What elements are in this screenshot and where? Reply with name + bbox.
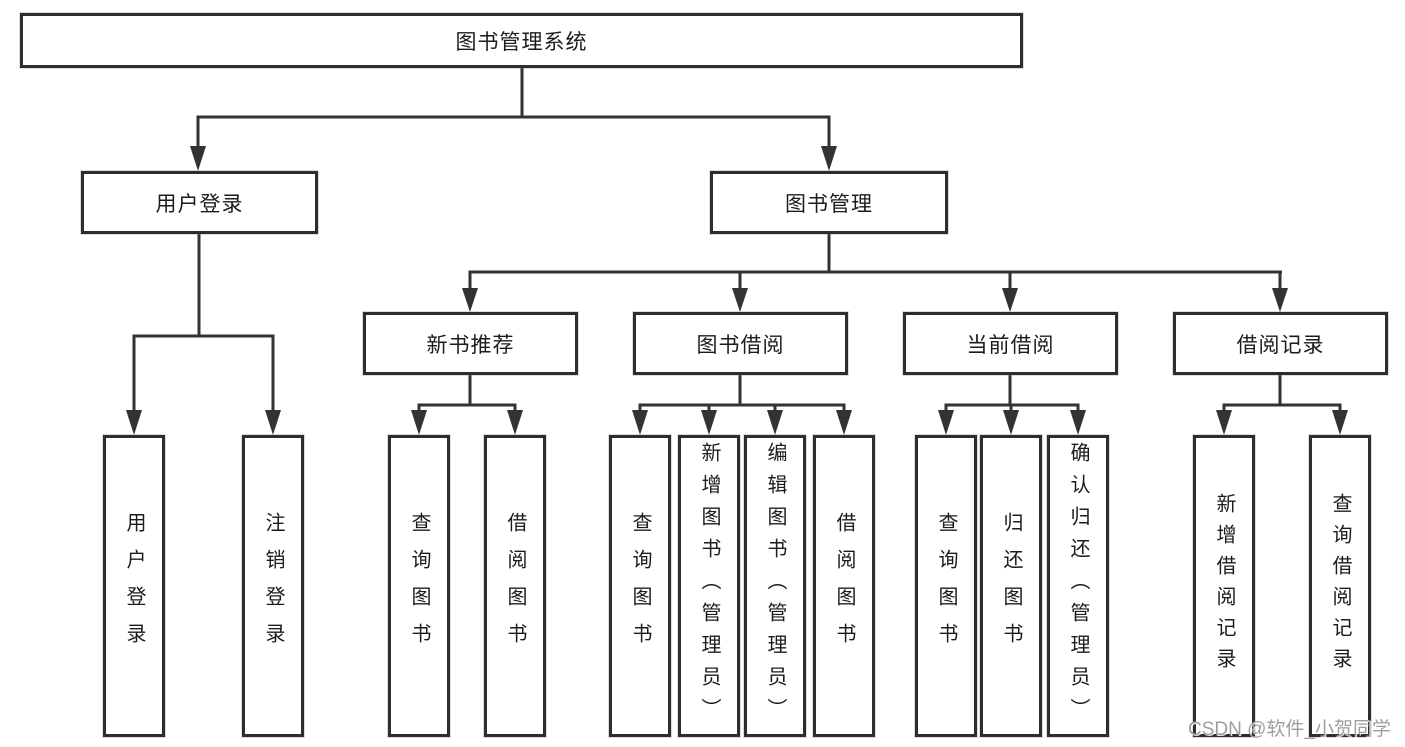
leaf-confirm-return-admin: 确认归还（管理员） <box>1047 435 1109 737</box>
arrowhead-g2-2 <box>507 410 523 435</box>
node-root-label: 图书管理系统 <box>455 30 588 54</box>
arrowhead-l3-4 <box>1272 288 1288 312</box>
arrowhead-book-mgmt <box>821 146 837 171</box>
node-root: 图书管理系统 <box>20 13 1023 68</box>
leaf-confirm-return-admin-label: 确认归还（管理员） <box>1067 442 1089 730</box>
arrowhead-l3-1 <box>462 288 478 312</box>
arrowhead-g5-1 <box>1216 410 1232 435</box>
node-book-borrowing-label: 图书借阅 <box>696 333 785 357</box>
arrowhead-l3-2 <box>732 288 748 312</box>
node-new-book-recommend-label: 新书推荐 <box>426 333 515 357</box>
leaf-return-books-label: 归还图书 <box>1000 512 1022 660</box>
leaf-query-books-1-label: 查询图书 <box>408 512 430 660</box>
leaf-query-borrow-record-label: 查询借阅记录 <box>1329 493 1351 679</box>
node-current-borrowing-label: 当前借阅 <box>966 333 1055 357</box>
leaf-add-borrow-record-label: 新增借阅记录 <box>1213 493 1235 679</box>
leaf-add-borrow-record: 新增借阅记录 <box>1193 435 1255 737</box>
leaf-logout-label: 注销登录 <box>262 512 284 660</box>
node-book-borrowing: 图书借阅 <box>633 312 848 375</box>
arrowhead-g2-1 <box>411 410 427 435</box>
leaf-logout: 注销登录 <box>242 435 304 737</box>
leaf-borrow-books-1-label: 借阅图书 <box>504 512 526 660</box>
arrowhead-l3-3 <box>1002 288 1018 312</box>
arrowhead-g4-1 <box>938 410 954 435</box>
leaf-edit-books-admin: 编辑图书（管理员） <box>744 435 806 737</box>
leaf-query-books-2: 查询图书 <box>609 435 671 737</box>
node-borrowing-records: 借阅记录 <box>1173 312 1388 375</box>
arrowhead-g3-2 <box>701 410 717 435</box>
leaf-add-books-admin-label: 新增图书（管理员） <box>698 442 720 730</box>
leaf-query-borrow-record: 查询借阅记录 <box>1309 435 1371 737</box>
arrowhead-g4-3 <box>1070 410 1086 435</box>
node-borrowing-records-label: 借阅记录 <box>1236 333 1325 357</box>
arrowhead-g4-2 <box>1003 410 1019 435</box>
arrowhead-g1-2 <box>265 410 281 435</box>
leaf-borrow-books-2-label: 借阅图书 <box>833 512 855 660</box>
node-current-borrowing: 当前借阅 <box>903 312 1118 375</box>
arrowhead-g5-2 <box>1332 410 1348 435</box>
arrowhead-g3-4 <box>836 410 852 435</box>
node-new-book-recommend: 新书推荐 <box>363 312 578 375</box>
leaf-borrow-books-1: 借阅图书 <box>484 435 546 737</box>
node-user-login-label: 用户登录 <box>155 192 244 216</box>
leaf-add-books-admin: 新增图书（管理员） <box>678 435 740 737</box>
leaf-return-books: 归还图书 <box>980 435 1042 737</box>
node-user-login: 用户登录 <box>81 171 318 234</box>
leaf-query-books-3-label: 查询图书 <box>935 512 957 660</box>
csdn-watermark: CSDN @软件_小贺同学 <box>1188 719 1391 740</box>
node-book-management-label: 图书管理 <box>785 192 873 216</box>
arrowhead-g1-1 <box>126 410 142 435</box>
leaf-user-login-label: 用户登录 <box>123 512 145 660</box>
leaf-query-books-2-label: 查询图书 <box>629 512 651 660</box>
leaf-query-books-3: 查询图书 <box>915 435 977 737</box>
leaf-user-login: 用户登录 <box>103 435 165 737</box>
node-book-management: 图书管理 <box>710 171 948 234</box>
leaf-query-books-1: 查询图书 <box>388 435 450 737</box>
arrowhead-g3-1 <box>632 410 648 435</box>
arrowhead-user-login <box>190 146 206 171</box>
leaf-edit-books-admin-label: 编辑图书（管理员） <box>764 442 786 730</box>
leaf-borrow-books-2: 借阅图书 <box>813 435 875 737</box>
arrowhead-g3-3 <box>767 410 783 435</box>
